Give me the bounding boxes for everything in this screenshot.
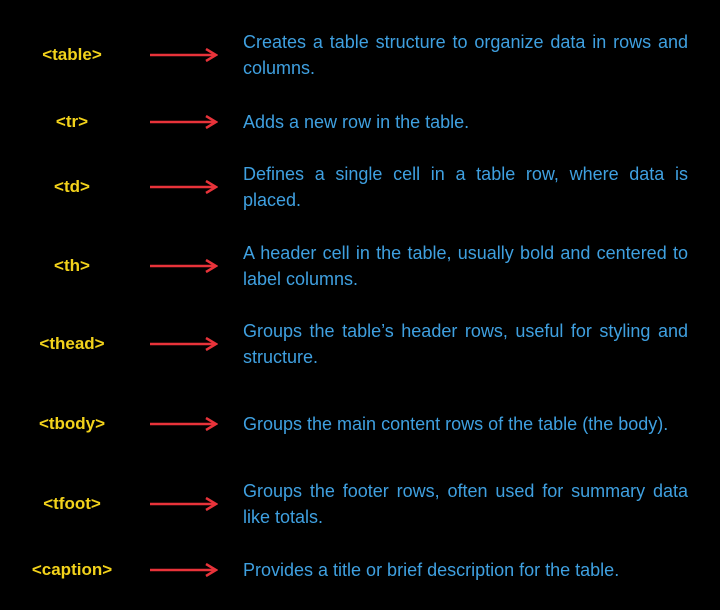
list-item: <tr> Adds a new row in the table. xyxy=(0,92,720,152)
right-arrow-icon xyxy=(150,180,218,194)
html-tag-label: <td> xyxy=(54,177,90,196)
tag-description: Adds a new row in the table. xyxy=(243,112,470,132)
right-arrow-icon xyxy=(150,563,218,577)
right-arrow-icon xyxy=(150,337,218,351)
list-item: <thead> Groups the table’s header rows, … xyxy=(0,314,720,374)
tag-description: Provides a title or brief description fo… xyxy=(243,560,620,580)
html-tag-label: <table> xyxy=(42,45,102,64)
tag-description: Creates a table structure to organize da… xyxy=(243,32,688,78)
right-arrow-icon xyxy=(150,48,218,62)
html-tag-label: <tr> xyxy=(55,112,89,131)
list-item: <table> Creates a table structure to org… xyxy=(0,25,720,85)
html-tag-label: <caption> xyxy=(31,560,113,579)
right-arrow-icon xyxy=(150,115,218,129)
tag-description: Groups the footer rows, often used for s… xyxy=(243,481,688,527)
tag-description: Defines a single cell in a table row, wh… xyxy=(243,164,688,210)
list-item: <td> Defines a single cell in a table ro… xyxy=(0,157,720,217)
html-tag-label: <tbody> xyxy=(38,414,106,433)
list-item: <tfoot> Groups the footer rows, often us… xyxy=(0,474,720,534)
tag-description: A header cell in the table, usually bold… xyxy=(243,243,688,289)
tag-description: Groups the table’s header rows, useful f… xyxy=(243,321,688,367)
right-arrow-icon xyxy=(150,417,218,431)
html-tag-label: <thead> xyxy=(39,334,105,353)
html-tag-label: <tfoot> xyxy=(43,494,101,513)
list-item: <caption> Provides a title or brief desc… xyxy=(0,540,720,600)
tag-description: Groups the main content rows of the tabl… xyxy=(243,414,669,434)
list-item: <tbody> Groups the main content rows of … xyxy=(0,394,720,454)
right-arrow-icon xyxy=(150,259,218,273)
list-item: <th> A header cell in the table, usually… xyxy=(0,236,720,296)
right-arrow-icon xyxy=(150,497,218,511)
html-tag-label: <th> xyxy=(54,256,90,275)
